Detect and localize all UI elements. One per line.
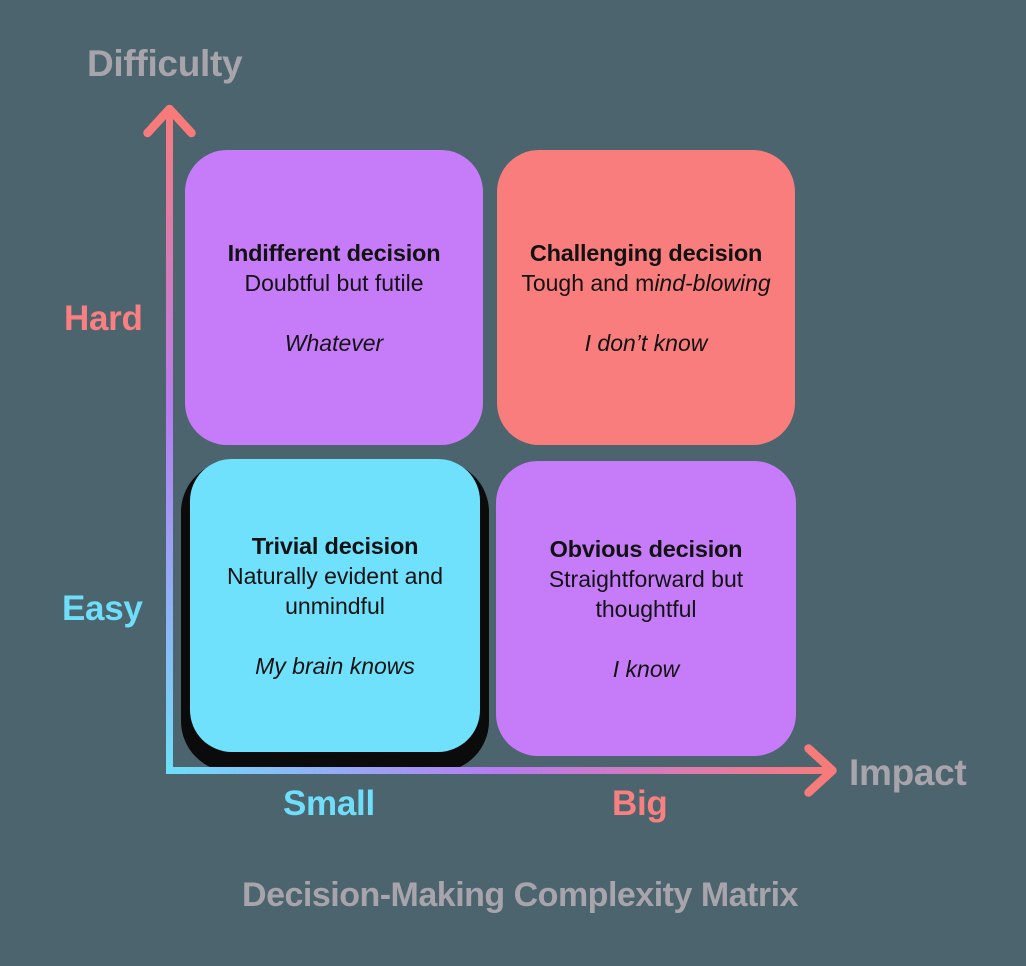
x-axis-tick-small: Small <box>283 784 375 823</box>
quadrant-title: Challenging decision <box>529 239 763 266</box>
diagram-title: Decision-Making Complexity Matrix <box>242 876 798 914</box>
quadrant-challenging-decision: Challenging decision Tough and mind-blow… <box>497 150 795 445</box>
y-axis-tick-hard: Hard <box>64 299 143 338</box>
y-axis-tick-easy: Easy <box>62 589 143 628</box>
x-axis-title: Impact <box>849 752 967 793</box>
subtitle-regular-part: Tough and m <box>521 269 655 296</box>
quadrant-subtitle: Doubtful but futile <box>244 269 424 296</box>
quadrant-quote: I know <box>612 655 680 682</box>
quadrant-obvious-decision: Obvious decision Straightforward but tho… <box>496 461 796 756</box>
x-axis-tick-big: Big <box>612 784 668 823</box>
subtitle-italic-part: ind-blowing <box>654 269 771 296</box>
y-axis-title: Difficulty <box>87 43 243 84</box>
quadrant-subtitle: Tough and mind-blowing <box>521 268 771 298</box>
quadrant-quote: Whatever <box>284 329 384 356</box>
quadrant-subtitle: Naturally evident and unmindful <box>226 562 444 619</box>
quadrant-subtitle: Straightforward but thoughtful <box>548 565 744 622</box>
quadrant-title: Obvious decision <box>549 535 743 562</box>
x-axis-arrow-icon <box>804 744 837 797</box>
quadrant-title: Indifferent decision <box>227 239 441 266</box>
quadrant-trivial-decision: Trivial decision Naturally evident and u… <box>190 459 480 752</box>
quadrant-title: Trivial decision <box>251 532 419 559</box>
y-axis-arrow-icon <box>143 104 196 138</box>
quadrant-quote: My brain knows <box>255 652 415 679</box>
quadrant-quote: I don’t know <box>584 329 708 356</box>
quadrant-indifferent-decision: Indifferent decision Doubtful but futile… <box>185 150 483 445</box>
